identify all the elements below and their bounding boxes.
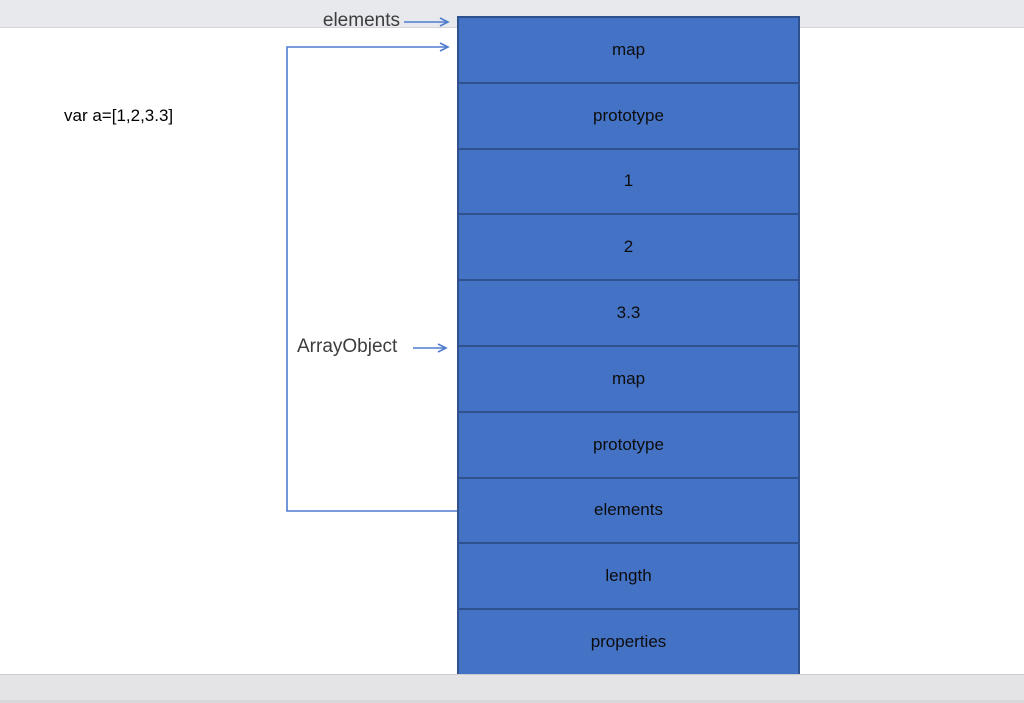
memory-cell-value-1: 1 (459, 150, 798, 216)
memory-table: map prototype 1 2 3.3 map prototype elem… (457, 16, 800, 676)
memory-cell-value-2: 2 (459, 215, 798, 282)
elements-pointer-loop (286, 42, 457, 512)
memory-cell-elements: elements (459, 479, 798, 545)
memory-cell-prototype-object: prototype (459, 413, 798, 479)
bottom-band (0, 674, 1024, 703)
memory-cell-map-object: map (459, 347, 798, 413)
memory-cell-length: length (459, 544, 798, 611)
array-object-label: ArrayObject (297, 336, 398, 357)
memory-cell-map-elements: map (459, 18, 798, 84)
memory-cell-value-3-3: 3.3 (459, 281, 798, 347)
elements-label: elements (322, 10, 400, 31)
code-label: var a=[1,2,3.3] (64, 106, 174, 125)
bottom-band-edge (0, 700, 1024, 703)
memory-cell-properties: properties (590, 632, 667, 652)
memory-cell-prototype-elements: prototype (459, 84, 798, 150)
